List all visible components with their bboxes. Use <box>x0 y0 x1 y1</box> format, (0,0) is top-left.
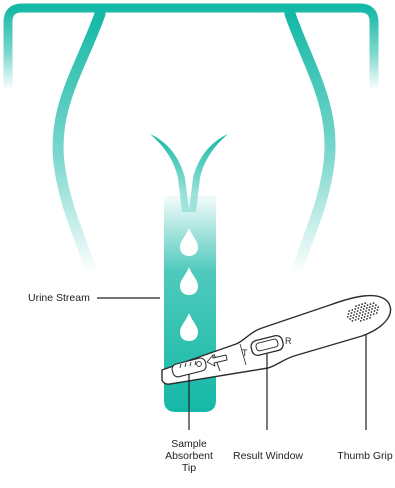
grip-dot <box>370 314 372 316</box>
label-line-1: Sample <box>165 438 213 450</box>
grip-dot <box>355 316 357 318</box>
grip-dot <box>347 316 349 318</box>
window-marker-test: T <box>242 348 248 358</box>
grip-dot <box>361 306 363 308</box>
grip-dot <box>365 310 367 312</box>
grip-dot <box>353 314 355 316</box>
grip-dot <box>374 307 376 309</box>
window-marker-reference: R <box>285 336 292 346</box>
grip-dot <box>357 307 359 309</box>
grip-dot <box>368 312 370 314</box>
grip-dot <box>377 306 379 308</box>
grip-dot <box>360 320 362 322</box>
grip-dot <box>356 313 358 315</box>
grip-dot <box>359 312 361 314</box>
label-urine-stream: Urine Stream <box>28 292 90 304</box>
grip-dot <box>363 319 365 321</box>
grip-dot <box>363 308 365 310</box>
grip-dot <box>367 304 369 306</box>
label-line-2: Absorbent <box>165 450 213 462</box>
grip-dot <box>358 315 360 317</box>
grip-dot <box>369 306 371 308</box>
label-line-3: Tip <box>165 462 213 474</box>
grip-dot <box>361 303 363 305</box>
grip-dot <box>373 302 375 304</box>
grip-dot <box>358 304 360 306</box>
grip-dot <box>368 309 370 311</box>
grip-dot <box>372 305 374 307</box>
grip-dot <box>366 318 368 320</box>
grip-dot <box>367 315 369 317</box>
grip-dot <box>364 305 366 307</box>
grip-dot <box>355 319 357 321</box>
grip-dot <box>351 312 353 314</box>
grip-dot <box>373 313 375 315</box>
grip-dot <box>358 318 360 320</box>
grip-dot <box>370 303 372 305</box>
grip-dot <box>371 311 373 313</box>
grip-dot <box>354 311 356 313</box>
grip-dot <box>349 318 351 320</box>
grip-dot <box>364 313 366 315</box>
grip-dot <box>348 313 350 315</box>
grip-dot <box>360 309 362 311</box>
grip-dot <box>377 309 379 311</box>
grip-dot <box>351 309 353 311</box>
grip-dot <box>361 317 363 319</box>
grip-dot <box>364 302 366 304</box>
grip-dot <box>354 308 356 310</box>
grip-dot <box>376 312 378 314</box>
grip-dot <box>352 320 354 322</box>
grip-dot <box>364 316 366 318</box>
grip-dot <box>361 314 363 316</box>
grip-dot <box>371 308 373 310</box>
grip-dot <box>362 311 364 313</box>
grip-dot <box>369 317 371 319</box>
grip-dot <box>366 307 368 309</box>
grip-dot <box>357 310 359 312</box>
grip-dot <box>352 317 354 319</box>
grip-dot <box>374 310 376 312</box>
grip-dot <box>355 305 357 307</box>
grip-dot <box>375 304 377 306</box>
label-sample-absorbent-tip: Sample Absorbent Tip <box>165 438 213 474</box>
label-result-window: Result Window <box>233 450 303 462</box>
label-thumb-grip: Thumb Grip <box>337 450 392 462</box>
grip-dot <box>350 315 352 317</box>
grip-dot <box>348 310 350 312</box>
